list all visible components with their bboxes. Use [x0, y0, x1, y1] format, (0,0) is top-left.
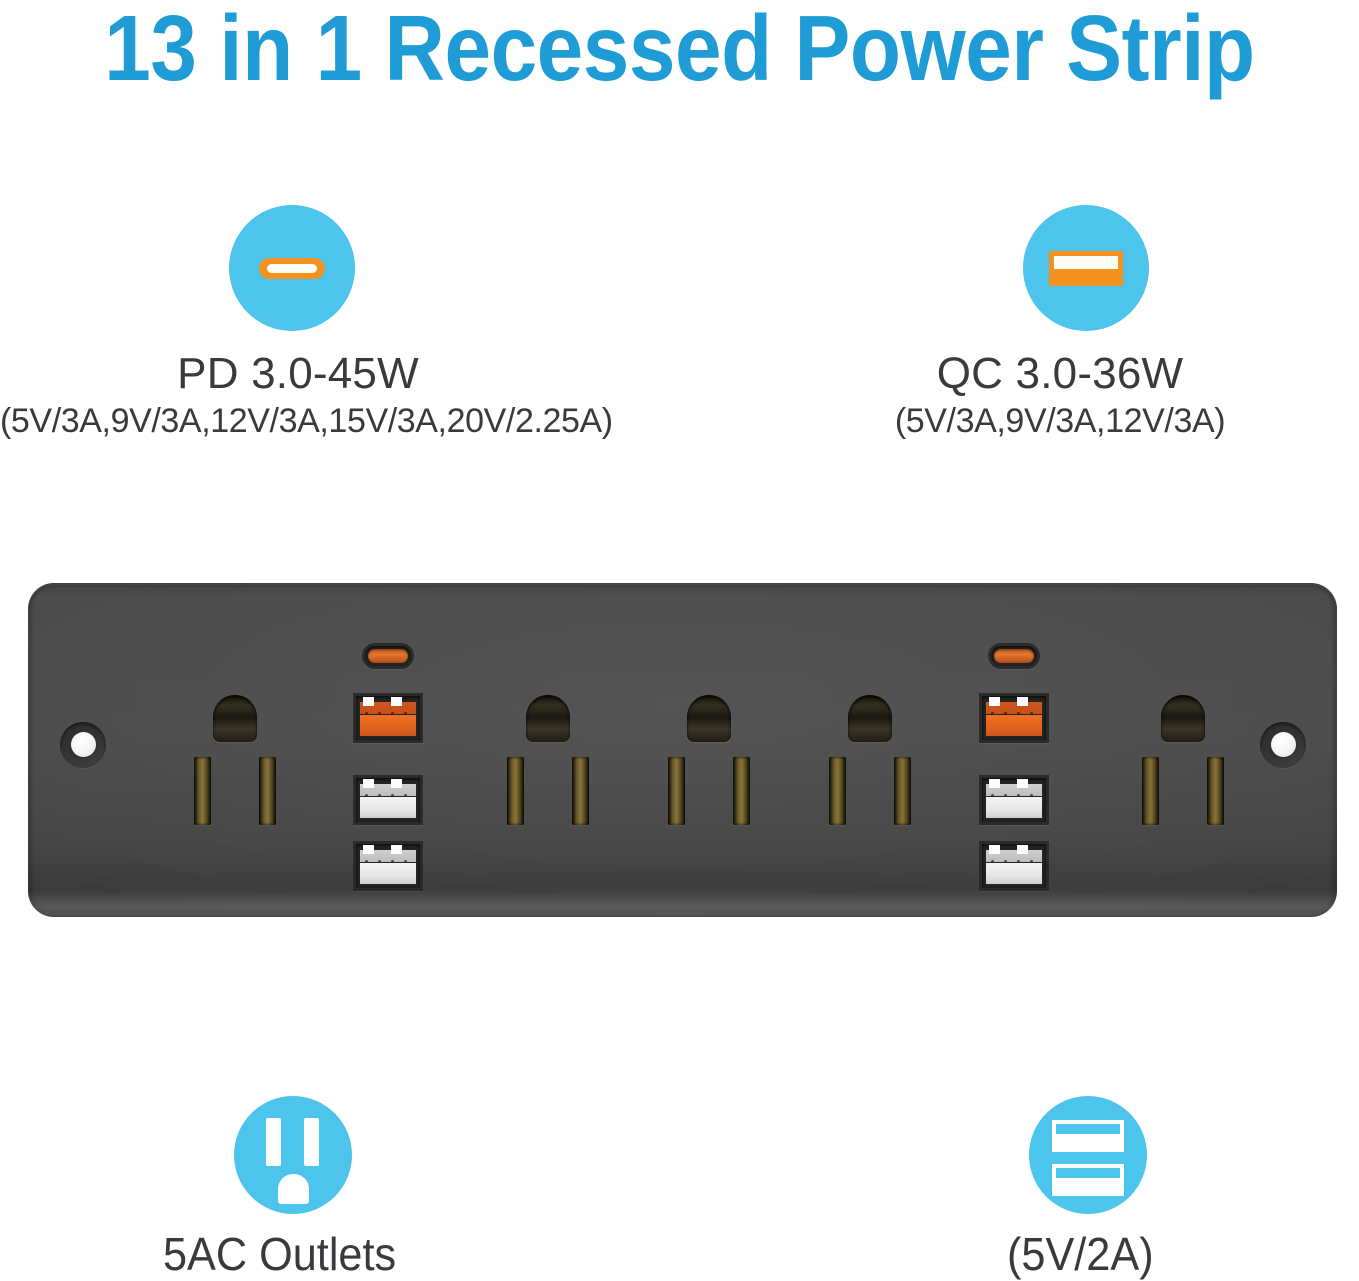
feature-usb-output: [1029, 1096, 1147, 1214]
usb-c-port-1: [362, 643, 414, 669]
usb-a-contact-tabs: [356, 778, 420, 790]
ac-live-slot: [259, 757, 276, 825]
ac-ground-pin-slot: [687, 695, 731, 742]
mounting-screw-hole-left: [60, 722, 106, 768]
usb-a-connector-glyph: [1049, 251, 1123, 286]
ac-outlet-5: [1128, 695, 1238, 825]
ac-live-slot: [1207, 757, 1224, 825]
usb-a-contact-dots: [982, 859, 1046, 865]
usb-a-contact-dots: [982, 793, 1046, 799]
dual-usb-icon-port-bottom: [1052, 1164, 1124, 1196]
feature-ac-outlets-label: 5AC Outlets: [163, 1228, 397, 1280]
ac-neutral-slot: [1142, 757, 1159, 825]
usb-c-port-2: [988, 643, 1040, 669]
ac-live-slot: [733, 757, 750, 825]
feature-usb-output-label: (5V/2A): [1007, 1228, 1154, 1280]
usb-a-top-bar: [360, 850, 416, 862]
ac-outlet-icon-slot-right: [304, 1118, 319, 1166]
feature-pd-subtitle: (5V/3A,9V/3A,12V/3A,15V/3A,20V/2.25A): [0, 402, 613, 440]
ac-neutral-slot: [829, 757, 846, 825]
usb-a-top-bar: [360, 784, 416, 796]
feature-pd: PD 3.0-45W (5V/3A,9V/3A,12V/3A,15V/3A,20…: [0, 205, 613, 440]
usb-a-contact-tabs: [982, 844, 1046, 856]
usb-a-tongue: [986, 850, 1042, 886]
usb-a-tongue: [360, 784, 416, 820]
usb-a-top-bar: [986, 702, 1042, 714]
page-title: 13 in 1 Recessed Power Strip: [104, 0, 1255, 100]
usb-a-standard-port-1: [353, 775, 423, 825]
feature-qc-title: QC 3.0-36W: [936, 349, 1184, 398]
usb-a-standard-port-2: [353, 841, 423, 891]
ac-neutral-slot: [194, 757, 211, 825]
power-strip-body: [28, 583, 1337, 917]
usb-a-tongue: [986, 784, 1042, 820]
usb-a-standard-port-3: [979, 775, 1049, 825]
usb-a-top-bar: [360, 702, 416, 714]
dual-usb-icon-port-top: [1052, 1120, 1124, 1152]
ac-outlet-2: [493, 695, 603, 825]
ac-live-slot: [572, 757, 589, 825]
mounting-screw-hole-right: [1260, 722, 1306, 768]
usb-a-top-bar: [986, 850, 1042, 862]
feature-pd-title: PD 3.0-45W: [177, 349, 419, 398]
usb-a-quick-charge-port-2: [979, 693, 1049, 743]
usb-a-contact-body: [986, 797, 1042, 818]
ac-ground-pin-slot: [526, 695, 570, 742]
usb-c-connector-glyph: [259, 258, 325, 279]
ac-ground-pin-slot: [213, 695, 257, 742]
ac-neutral-slot: [668, 757, 685, 825]
usb-a-contact-dots: [982, 711, 1046, 717]
usb-a-contact-body: [360, 863, 416, 884]
usb-a-quick-charge-port-1: [353, 693, 423, 743]
usb-a-contact-tabs: [356, 844, 420, 856]
feature-qc-subtitle: (5V/3A,9V/3A,12V/3A): [894, 402, 1226, 440]
usb-a-standard-port-4: [979, 841, 1049, 891]
ac-ground-pin-slot: [1161, 695, 1205, 742]
ac-outlet-icon-slot-left: [266, 1118, 281, 1166]
ac-outlet-icon: [234, 1096, 352, 1214]
ac-ground-pin-slot: [848, 695, 892, 742]
dual-usb-icon: [1029, 1096, 1147, 1214]
usb-a-contact-dots: [356, 859, 420, 865]
feature-qc: QC 3.0-36W (5V/3A,9V/3A,12V/3A): [762, 205, 1358, 440]
usb-a-contact-tabs: [982, 778, 1046, 790]
usb-a-contact-dots: [356, 793, 420, 799]
usb-a-icon: [1023, 205, 1149, 331]
ac-outlet-3: [654, 695, 764, 825]
usb-a-contact-body: [986, 863, 1042, 884]
usb-c-icon: [229, 205, 355, 331]
usb-a-contact-tabs: [356, 696, 420, 708]
ac-outlet-1: [180, 695, 290, 825]
usb-a-top-bar: [986, 784, 1042, 796]
usb-a-tongue: [360, 850, 416, 886]
usb-a-contact-body: [360, 797, 416, 818]
ac-outlet-icon-ground-pin: [278, 1174, 309, 1204]
usb-a-contact-body: [986, 715, 1042, 736]
usb-a-contact-dots: [356, 711, 420, 717]
ac-outlet-4: [815, 695, 925, 825]
ac-live-slot: [894, 757, 911, 825]
usb-a-contact-body: [360, 715, 416, 736]
feature-ac-outlets: [234, 1096, 352, 1214]
ac-neutral-slot: [507, 757, 524, 825]
usb-a-tongue: [986, 702, 1042, 738]
usb-a-tongue: [360, 702, 416, 738]
usb-a-contact-tabs: [982, 696, 1046, 708]
